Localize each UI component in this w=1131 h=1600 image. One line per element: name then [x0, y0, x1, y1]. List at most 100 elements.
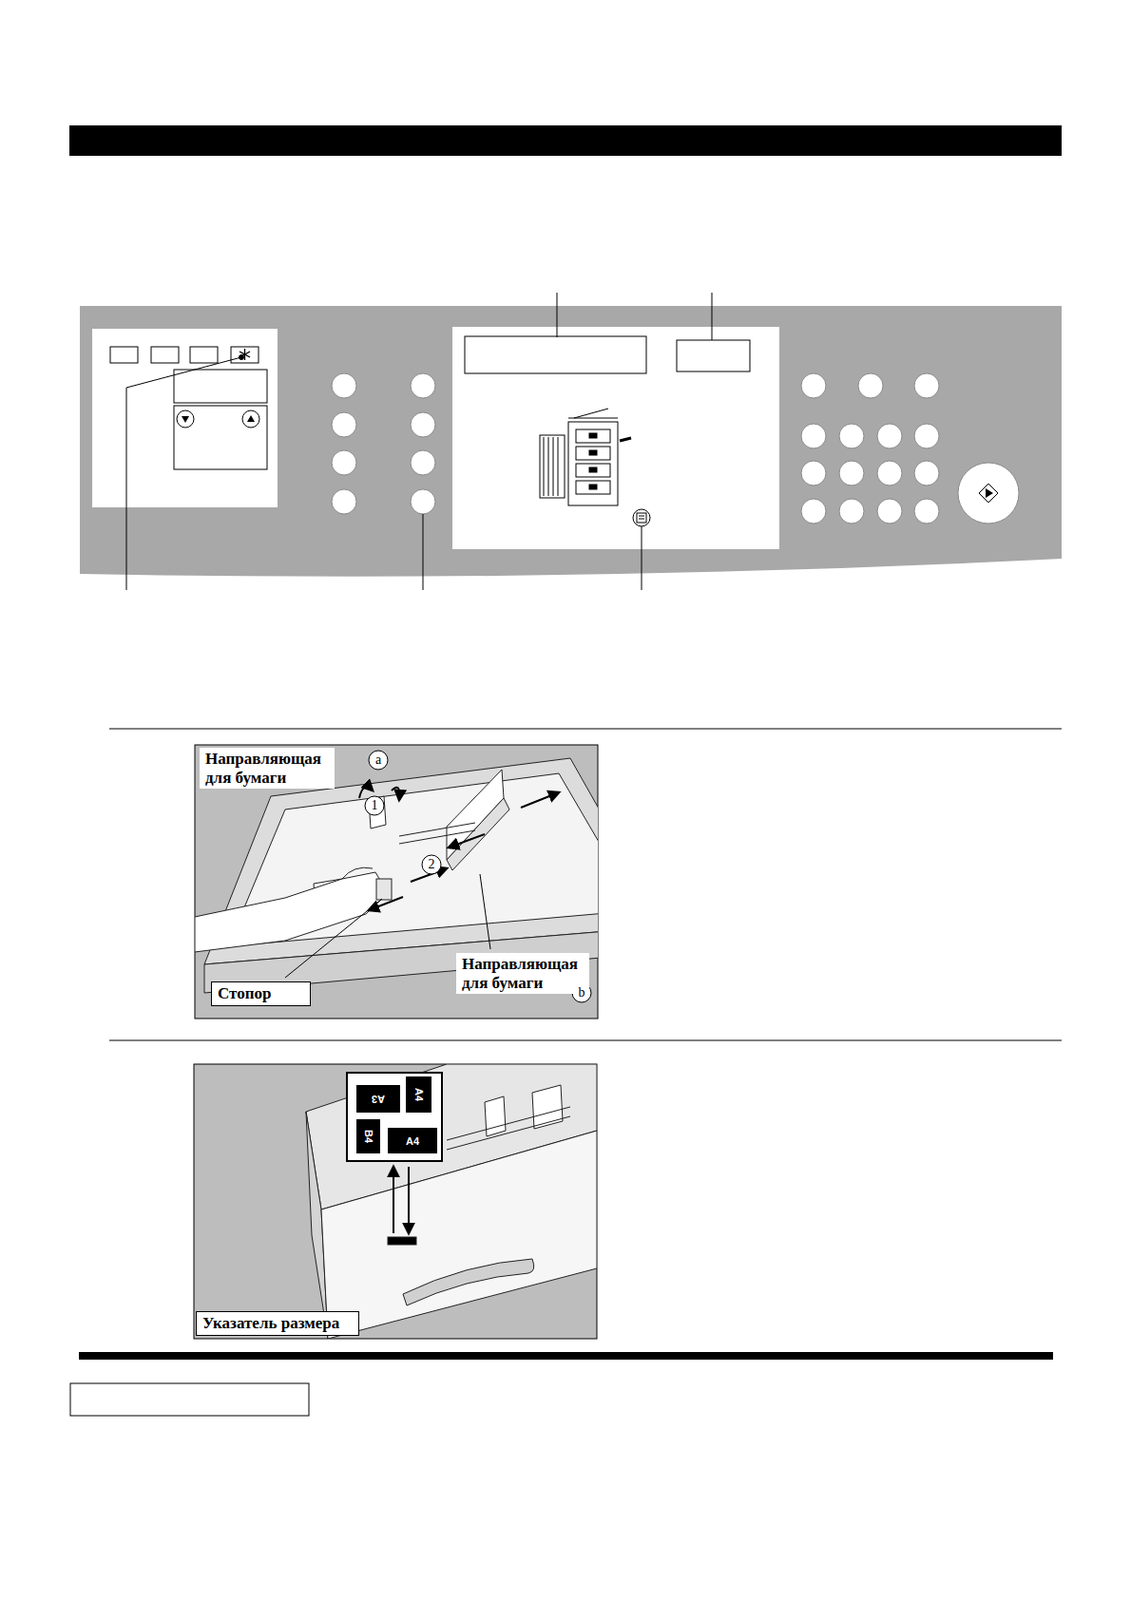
- heading-bar: [69, 125, 1062, 156]
- control-panel: [331, 373, 436, 515]
- control-panel: [877, 423, 902, 449]
- control-panel: [632, 509, 651, 527]
- callout-letter: a: [368, 750, 388, 770]
- control-panel: [539, 408, 632, 506]
- control-panel: [914, 373, 940, 399]
- control-panel: [914, 498, 940, 524]
- tray-figure: [364, 750, 592, 1003]
- control-panel: [985, 488, 994, 499]
- tray-figure: [421, 855, 441, 875]
- tray-figure: [359, 786, 373, 799]
- callout-text: Направляющая для бумаги: [205, 749, 329, 787]
- callout-letter: b: [572, 983, 592, 1003]
- control-panel: [173, 369, 268, 403]
- tray-figure: [194, 758, 598, 994]
- control-panel: [574, 408, 609, 419]
- size-indicator-figure: [193, 1064, 597, 1340]
- leader-line: [556, 292, 558, 338]
- callout-text: Стопор: [217, 984, 305, 1004]
- control-panel: [464, 336, 647, 374]
- control-panel: [589, 433, 597, 439]
- section-bar: [78, 1352, 1054, 1361]
- control-panel: [839, 423, 864, 449]
- size-indicator-figure: [446, 1116, 571, 1151]
- control-panel: [331, 450, 357, 476]
- control-panel: [575, 463, 611, 478]
- control-panel: [553, 437, 555, 497]
- control-panel: [619, 438, 632, 441]
- separator-line: [109, 1040, 1062, 1042]
- control-panel: [575, 429, 611, 443]
- control-panel: [877, 498, 902, 524]
- control-panel: [452, 326, 780, 550]
- control-panel: [801, 373, 826, 399]
- control-panel: [557, 437, 559, 497]
- control-panel: [410, 373, 436, 399]
- control-panel: [110, 346, 138, 364]
- leader-line: [126, 292, 712, 591]
- empty-box: [70, 1383, 309, 1417]
- control-panel: [801, 498, 826, 524]
- leader-line: [641, 526, 643, 591]
- tray-figure: [364, 796, 384, 816]
- callout-box: Направляющая для бумаги: [456, 953, 590, 995]
- control-panel: [151, 346, 179, 364]
- control-panel: [543, 437, 545, 497]
- control-panel: [801, 460, 826, 486]
- control-panel: [636, 513, 647, 523]
- control-panel: [79, 306, 1062, 577]
- callout-box: Стопор: [210, 981, 311, 1007]
- tray-figure: [368, 750, 388, 770]
- control-panel: [410, 489, 436, 515]
- size-mark: A4: [411, 1079, 427, 1111]
- control-panel: [914, 423, 940, 449]
- size-indicator-figure: [387, 1237, 417, 1246]
- control-panel: [638, 516, 645, 518]
- control-panel: [589, 467, 597, 473]
- control-panel: [589, 484, 597, 490]
- size-indicator-figure: [393, 1167, 409, 1234]
- size-indicator-figure: [392, 1167, 395, 1234]
- size-indicator-figure: [193, 1064, 597, 1340]
- control-panel: [230, 346, 259, 364]
- size-indicator-figure: [387, 1128, 438, 1154]
- control-panel: [568, 421, 618, 506]
- size-indicator-figure: [356, 1076, 438, 1154]
- tray-figure: [359, 786, 559, 911]
- control-panel: [676, 340, 750, 372]
- size-indicator-figure: [405, 1076, 432, 1113]
- size-mark: A4: [393, 1133, 432, 1150]
- tray-figure: [479, 874, 491, 950]
- control-panel: [589, 450, 597, 456]
- leader-line: [422, 514, 424, 591]
- control-panel: [978, 483, 998, 503]
- tray-figure: [285, 899, 383, 978]
- callout-letter: 1: [364, 796, 384, 816]
- callout-letter: 2: [421, 855, 441, 875]
- control-panel: [242, 410, 260, 428]
- control-panel: [548, 437, 550, 497]
- tray-figure: [342, 867, 373, 880]
- control-panel: [839, 498, 864, 524]
- control-panel: [247, 415, 255, 422]
- leader-line: [126, 357, 242, 591]
- separator-line: [109, 728, 1062, 730]
- size-indicator-figure: [484, 1096, 506, 1137]
- control-panel: [638, 518, 645, 520]
- tray-figure: [391, 787, 400, 801]
- tray-figure: [376, 879, 392, 901]
- control-panel: [173, 405, 268, 470]
- control-panel: [239, 348, 250, 361]
- control-panel: [575, 480, 611, 495]
- control-panel: [575, 446, 611, 461]
- tray-figure: [520, 792, 559, 808]
- size-mark: A3: [359, 1092, 398, 1108]
- control-panel: [877, 460, 902, 486]
- tray-figure: [194, 872, 388, 953]
- control-panel: [92, 328, 278, 508]
- size-indicator-figure: [446, 1107, 571, 1141]
- size-indicator-figure: [356, 1119, 381, 1154]
